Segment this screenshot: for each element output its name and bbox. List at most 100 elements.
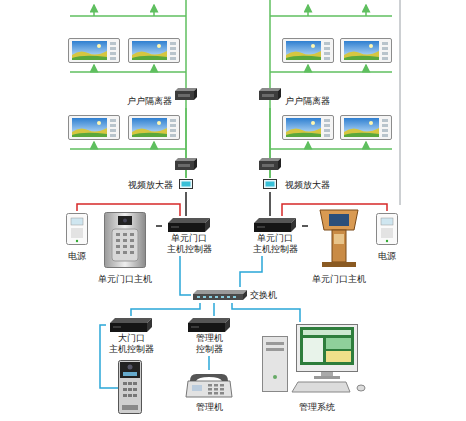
branch-arrow	[365, 142, 367, 149]
branch-arrow	[93, 142, 95, 149]
controller-icon	[110, 318, 152, 332]
gate-cable	[100, 325, 118, 388]
cable-connector	[302, 225, 308, 227]
device-node: 单元门口主机	[308, 208, 370, 286]
device-label: 交换机	[250, 290, 277, 301]
label-block: 户户隔离器	[127, 96, 172, 107]
device-node: 单元门口 主机控制器	[162, 216, 216, 256]
indoor-monitor	[129, 39, 180, 63]
cable-connector	[240, 256, 262, 287]
label-block: 视频放大器	[285, 180, 330, 191]
cable-connector	[213, 303, 215, 316]
label-block: 视频放大器	[128, 180, 173, 191]
branch-arrow	[93, 5, 95, 16]
device-node: 户户隔离器	[256, 86, 332, 108]
power-supply-icon	[377, 214, 398, 245]
cable-connector	[180, 256, 191, 295]
amplifier-icon	[264, 180, 277, 189]
device-node: 电源	[370, 211, 404, 263]
device-label: 单元门口 主机控制器	[162, 233, 216, 255]
branch-arrow	[93, 65, 95, 72]
branch-line	[70, 71, 186, 73]
indoor-monitor	[69, 116, 120, 140]
device-label: 管理机 控制器	[182, 333, 236, 355]
frame-line	[400, 0, 401, 205]
label-block: 交换机	[250, 290, 277, 301]
device-node: 电源	[60, 211, 94, 263]
amplifier-icon	[180, 180, 193, 189]
label-block: 户户隔离器	[285, 96, 330, 107]
indoor-monitor	[69, 39, 120, 63]
device-node: 交换机	[191, 287, 279, 303]
label-block: 单元门口 主机控制器	[248, 233, 302, 255]
cable-connector	[269, 192, 271, 216]
branch-arrow	[153, 5, 155, 16]
isolator-icon	[259, 158, 281, 170]
device-label: 大门口 主机控制器	[104, 333, 158, 355]
branch-line	[270, 148, 392, 150]
label-block: 单元门口主机	[94, 274, 156, 285]
indoor-monitor	[283, 39, 334, 63]
gate-station-icon	[119, 361, 142, 414]
branch-arrow	[153, 65, 155, 72]
label-block: 电源	[370, 251, 404, 262]
indoor-monitor	[341, 39, 392, 63]
device-node: 管理机	[181, 370, 237, 414]
branch-arrow	[307, 142, 309, 149]
branch-arrow	[153, 142, 155, 149]
phone-icon	[186, 374, 232, 397]
indoor-monitor	[283, 116, 334, 140]
device-node: 户户隔离器	[125, 86, 200, 108]
controller-icon	[168, 218, 210, 232]
label-block: 单元门口 主机控制器	[162, 233, 216, 255]
power-supply-icon	[67, 214, 88, 245]
device-node: 单元门口 主机控制器	[248, 216, 302, 256]
device-label: 视频放大器	[285, 180, 330, 191]
door-kiosk-icon	[320, 210, 358, 267]
door-panel-icon	[105, 213, 146, 268]
device-label: 户户隔离器	[127, 96, 172, 107]
device-node: 大门口 主机控制器	[104, 316, 158, 356]
cable-connector	[208, 356, 210, 370]
label-block: 大门口 主机控制器	[104, 333, 158, 355]
device-label: 单元门口 主机控制器	[248, 233, 302, 255]
isolator-icon	[175, 158, 197, 170]
branch-line	[70, 148, 186, 150]
device-node: 视频放大器	[126, 178, 196, 192]
branch-line	[270, 71, 392, 73]
cable-connector	[156, 225, 162, 227]
label-block: 电源	[60, 251, 94, 262]
device-label: 管理系统	[256, 402, 378, 413]
branch-arrow	[307, 5, 309, 16]
device-label: 管理机	[181, 402, 237, 413]
label-block: 管理系统	[256, 402, 378, 413]
controller-icon	[254, 218, 296, 232]
device-node: 管理机 控制器	[182, 316, 236, 356]
indoor-monitor	[129, 116, 180, 140]
branch-arrow	[365, 5, 367, 16]
switch-icon	[193, 290, 247, 300]
device-node: 单元门口主机	[94, 210, 156, 286]
cable-connector	[232, 303, 300, 322]
device-node: 视频放大器	[262, 178, 332, 192]
label-block: 管理机	[181, 402, 237, 413]
isolator-icon	[259, 88, 281, 100]
device-label: 单元门口主机	[94, 274, 156, 285]
device-node: 管理系统	[256, 322, 378, 414]
label-block: 管理机 控制器	[182, 333, 236, 355]
branch-arrow	[307, 65, 309, 72]
branch-arrow	[365, 65, 367, 72]
branch-line	[270, 15, 392, 17]
label-block: 单元门口主机	[308, 274, 370, 285]
indoor-monitor	[341, 116, 392, 140]
device-label: 电源	[370, 251, 404, 262]
cable-connector	[185, 192, 187, 216]
device-label: 单元门口主机	[308, 274, 370, 285]
isolator-icon	[175, 88, 197, 100]
computer-icon	[263, 325, 366, 393]
controller-icon	[188, 318, 230, 332]
